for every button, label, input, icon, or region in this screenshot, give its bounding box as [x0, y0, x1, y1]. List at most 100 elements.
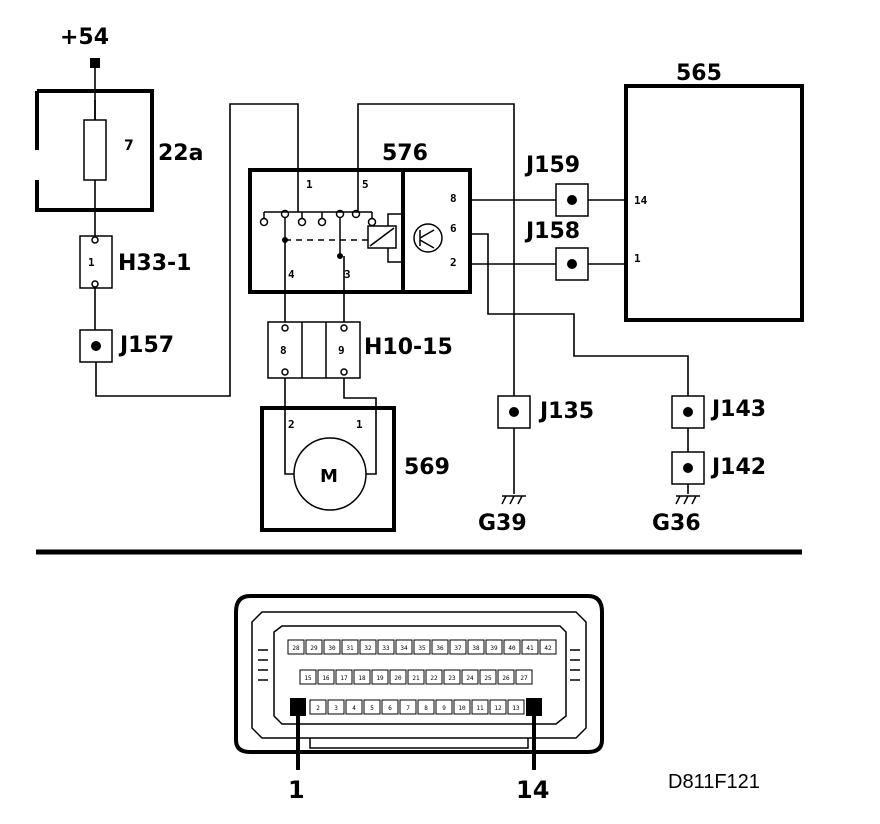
connector-pin-cell [399, 699, 417, 715]
connector-pin-cell [413, 639, 431, 655]
connector-pin-number: 4 [352, 705, 356, 712]
connector-pin-number: 34 [400, 645, 408, 652]
relay-pin-8: 8 [450, 192, 457, 205]
connector-pin-cell [327, 699, 345, 715]
connector-pin-cell [305, 639, 323, 655]
connector-pin-number: 21 [412, 675, 420, 682]
junction-j143 [671, 395, 705, 429]
connector-pin-cell [381, 699, 399, 715]
connector-pin-number: 23 [448, 675, 456, 682]
g39-label: G39 [478, 511, 527, 536]
connector-pin-number: 28 [292, 645, 300, 652]
connector-pin-number: 38 [472, 645, 480, 652]
g36-label: G36 [652, 511, 701, 536]
connector-pin-cell [449, 639, 467, 655]
connector-pin-cell [359, 639, 377, 655]
connector-pin-number: 12 [494, 705, 502, 712]
relay-pin-1: 1 [306, 178, 313, 191]
motor-symbol: M [320, 466, 338, 487]
connector-pin-cell [309, 699, 327, 715]
junction-j158 [555, 247, 589, 281]
connector-pin-number: 36 [436, 645, 444, 652]
connector-pin-cell [345, 699, 363, 715]
connector-pin-number: 9 [442, 705, 446, 712]
ground-g39 [501, 495, 526, 505]
fuse-id-label: 22a [158, 141, 203, 166]
j159-label: J159 [524, 153, 580, 178]
relay-id-label: 576 [382, 141, 428, 166]
ecu-connector-face [234, 594, 604, 770]
j157-label: J157 [118, 333, 174, 358]
j143-label: J143 [710, 397, 766, 422]
connector-pin-number: 3 [334, 705, 338, 712]
motor-id-label: 569 [404, 455, 450, 480]
junction-j159 [555, 183, 589, 217]
connector-pin-cell [453, 699, 471, 715]
connector-pin-cell [515, 669, 533, 685]
connector-pin-cell [461, 669, 479, 685]
connector-pin-number: 10 [458, 705, 466, 712]
connector-pin-number: 24 [466, 675, 474, 682]
connector-pin-number: 31 [346, 645, 354, 652]
connector-pin-number: 27 [520, 675, 528, 682]
connector-pin-cell [539, 639, 557, 655]
connector-pin-cell [485, 639, 503, 655]
h33-label: H33-1 [118, 251, 191, 276]
connector-pin-number: 16 [322, 675, 330, 682]
ecu-pin-1: 1 [634, 252, 641, 265]
connector-pin-cell [317, 669, 335, 685]
connector-pin-number: 17 [340, 675, 348, 682]
connector-pin-number: 2 [316, 705, 320, 712]
connector-pin-14-label: 14 [516, 776, 549, 804]
connector-pin-number: 33 [382, 645, 390, 652]
connector-pin-number: 41 [526, 645, 534, 652]
relay-pin-4: 4 [288, 268, 295, 281]
fuse-number: 7 [124, 138, 134, 154]
connector-pin-number: 30 [328, 645, 336, 652]
connector-pin-cell [503, 639, 521, 655]
connector-pin-cell [353, 669, 371, 685]
connector-pin-cell [431, 639, 449, 655]
connector-pin-cell [323, 639, 341, 655]
junction-j135 [497, 395, 531, 429]
connector-pin-number: 13 [512, 705, 520, 712]
relay-pin-2: 2 [450, 256, 457, 269]
j135-label: J135 [538, 399, 594, 424]
ecu-id-label: 565 [676, 61, 722, 86]
ground-g36 [675, 495, 700, 505]
fuse-box-22a [35, 89, 154, 236]
connector-pin-number: 29 [310, 645, 318, 652]
connector-pin-number: 20 [394, 675, 402, 682]
connector-pin-number: 42 [544, 645, 552, 652]
connector-pin-cell [335, 669, 353, 685]
reference-code: D811F121 [668, 771, 760, 793]
motor-pin-1: 1 [356, 418, 363, 431]
connector-pin-cell [467, 639, 485, 655]
connector-pin-number: 26 [502, 675, 510, 682]
h10-pin-9: 9 [338, 344, 345, 357]
j158-label: J158 [524, 219, 580, 244]
connector-pin-cell [417, 699, 435, 715]
supply-label: +54 [60, 25, 109, 50]
connector-pin-number: 18 [358, 675, 366, 682]
connector-pin-cell [377, 639, 395, 655]
connector-pin-cell [395, 639, 413, 655]
connector-pin-1-label: 1 [288, 776, 305, 804]
connector-pin-cell [363, 699, 381, 715]
connector-pin-number: 6 [388, 705, 392, 712]
connector-pin-cell [443, 669, 461, 685]
connector-pin-cell [471, 699, 489, 715]
ecu-pin-14: 14 [634, 194, 648, 207]
connector-pin-number: 19 [376, 675, 384, 682]
h33-pin-label: 1 [88, 256, 95, 269]
connector-pin-cell [371, 669, 389, 685]
connector-pin-number: 7 [406, 705, 410, 712]
connector-pin-cell [507, 699, 525, 715]
connector-pin-number: 40 [508, 645, 516, 652]
connector-pin-number: 5 [370, 705, 374, 712]
connector-pin-cell [299, 669, 317, 685]
connector-pin-cell [435, 699, 453, 715]
connector-pin-number: 39 [490, 645, 498, 652]
